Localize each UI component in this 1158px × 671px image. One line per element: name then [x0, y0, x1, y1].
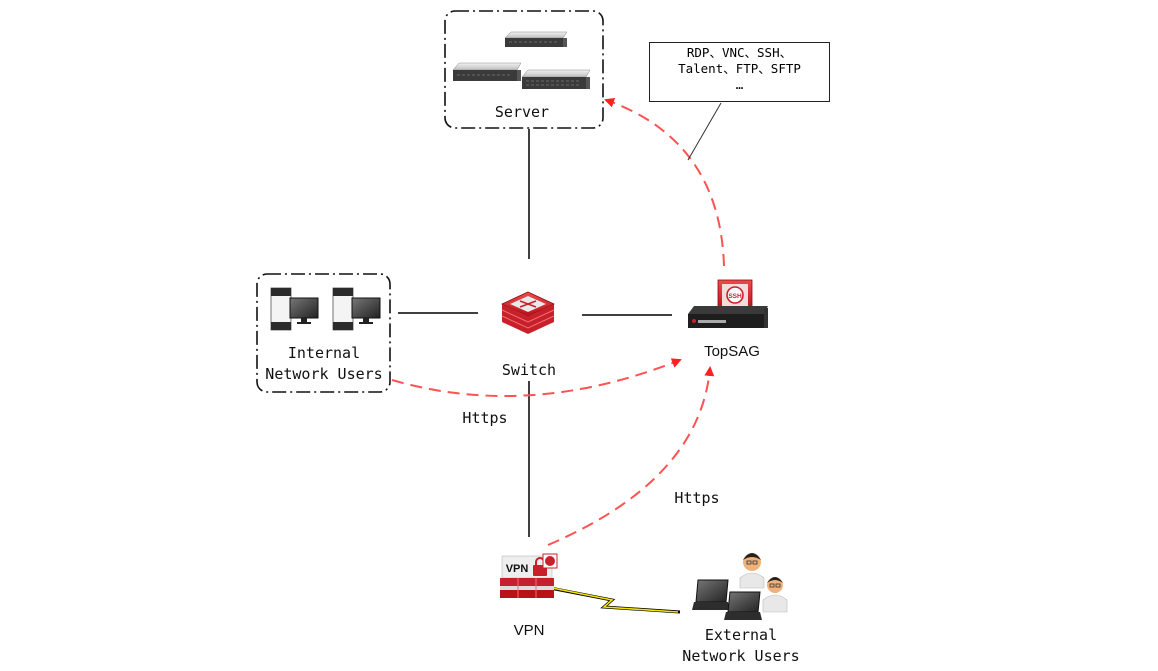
- wan-lightning-link: [549, 586, 681, 614]
- internal-users-label-line2: Network Users: [265, 365, 383, 383]
- https-path-internal-to-topsag: [391, 358, 682, 397]
- external-users-label-line1: External: [704, 626, 778, 644]
- ssh-gateway-appliance-icon: SSH: [688, 279, 768, 328]
- protocols-note-line2: Talent、FTP、SFTP: [678, 61, 801, 76]
- vpn-badge-icon: [542, 553, 558, 569]
- desktop-computer-icon: [270, 287, 381, 331]
- https-path-vpn-to-topsag: [547, 366, 715, 546]
- svg-text:VPN: VPN: [506, 563, 529, 575]
- protocols-note: RDP、VNC、SSH、 Talent、FTP、SFTP …: [649, 42, 830, 102]
- laptop-user-icon: [692, 553, 788, 620]
- protocol-path-topsag-to-server: [604, 97, 725, 267]
- vpn-firewall-icon: VPN: [500, 555, 554, 598]
- protocols-note-line1: RDP、VNC、SSH、: [686, 45, 793, 60]
- protocols-callout-leader: [687, 102, 722, 161]
- switch-label: Switch: [490, 360, 568, 381]
- vpn-label: VPN: [513, 622, 545, 639]
- server-label: Server: [494, 103, 550, 121]
- server-rack-icon: [452, 31, 591, 89]
- internal-users-label-line1: Internal: [287, 344, 361, 362]
- https-label-external: Https: [674, 489, 720, 507]
- protocols-note-line3: …: [735, 77, 744, 92]
- external-users-label-line2: Network Users: [682, 647, 800, 665]
- https-label-internal: Https: [462, 409, 508, 427]
- internal-users-group-box: [256, 273, 391, 393]
- network-switch-icon: [501, 291, 555, 334]
- server-group-box: [444, 10, 604, 129]
- svg-text:SSH: SSH: [728, 293, 742, 300]
- topsag-label: TopSAG: [704, 343, 760, 360]
